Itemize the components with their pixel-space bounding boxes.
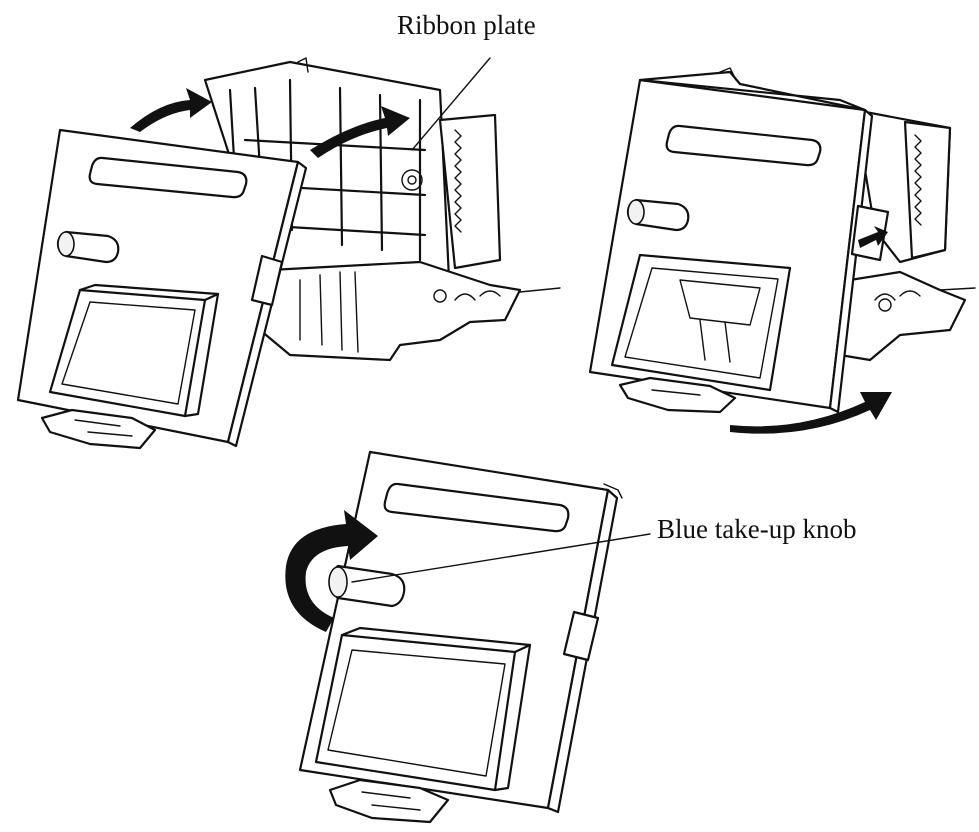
step1-arrow-left [130, 88, 212, 132]
step1-cassette [16, 128, 308, 450]
blue-take-up-knob-label: Blue take-up knob [657, 514, 857, 544]
step3-rotate-arrow [285, 510, 378, 632]
step3-illustration [285, 450, 651, 824]
ribbon-plate-label: Ribbon plate [397, 10, 536, 40]
ribbon-plate-leader-line [411, 57, 491, 151]
step2-cassette [588, 67, 890, 414]
blue-knob-leader-line [351, 533, 651, 583]
step2-small-arrow [858, 226, 888, 248]
step1-arrow-middle [310, 106, 410, 158]
step2-swing-arrow [730, 392, 892, 434]
step1-illustration [16, 57, 561, 450]
step2-illustration [588, 67, 976, 434]
step3-cassette [298, 450, 623, 824]
